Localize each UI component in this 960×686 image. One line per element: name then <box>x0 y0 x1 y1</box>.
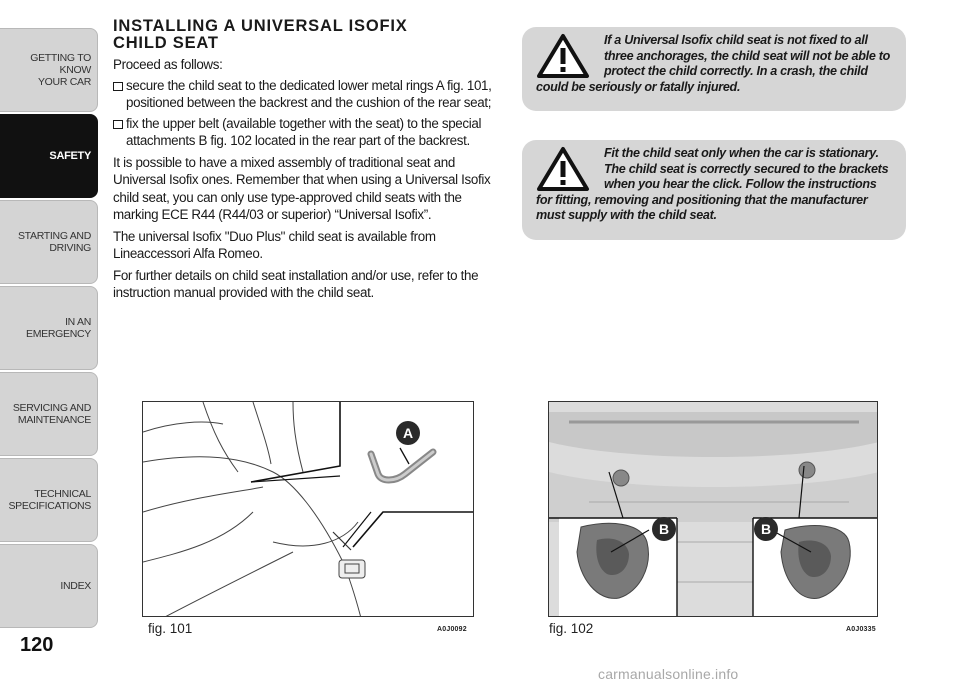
callout-a-icon: A <box>396 421 420 445</box>
tab-label: GETTING TO KNOW YOUR CAR <box>30 52 91 88</box>
tab-label: STARTING AND DRIVING <box>17 230 91 254</box>
warning-box: If a Universal Isofix child seat is not … <box>522 27 906 111</box>
warning-triangle-icon <box>537 34 589 78</box>
tab-technical[interactable]: TECHNICAL SPECIFICATIONS <box>0 458 98 542</box>
list-item: fix the upper belt (available together w… <box>113 115 493 150</box>
tab-label: SERVICING AND MAINTENANCE <box>12 402 91 426</box>
tab-safety[interactable]: SAFETY <box>0 114 98 198</box>
list-item: secure the child seat to the dedicated l… <box>113 77 493 112</box>
figure-caption: fig. 102 <box>549 621 594 636</box>
seat-illustration <box>143 402 473 616</box>
figure-101-isofix-rings: A <box>142 401 474 617</box>
tab-servicing[interactable]: SERVICING AND MAINTENANCE <box>0 372 98 456</box>
callout-b-icon: B <box>754 517 778 541</box>
section-title: INSTALLING A UNIVERSAL ISOFIX CHILD SEAT <box>113 18 493 52</box>
warning-triangle-icon <box>537 147 589 191</box>
figure-102-rear-anchors: B B <box>548 401 878 617</box>
tab-label: IN AN EMERGENCY <box>26 316 91 340</box>
paragraph: The universal Isofix "Duo Plus" child se… <box>113 228 436 262</box>
svg-text:B: B <box>761 521 771 537</box>
title-line-2: CHILD SEAT <box>113 34 219 52</box>
rear-backrest-photo <box>549 402 877 616</box>
page-number: 120 <box>20 634 54 656</box>
bullet-text: fix the upper belt (available together w… <box>126 115 482 149</box>
watermark-text[interactable]: carmanualsonline.info <box>598 666 739 682</box>
warning-box: Fit the child seat only when the car is … <box>522 140 906 240</box>
tab-label: SAFETY <box>49 150 91 162</box>
paragraph: It is possible to have a mixed assembly … <box>113 154 491 223</box>
figure-code: A0J0335 <box>846 626 876 633</box>
svg-text:B: B <box>659 521 669 537</box>
title-line-1: INSTALLING A UNIVERSAL ISOFIX <box>113 17 408 35</box>
svg-text:A: A <box>403 425 413 441</box>
figure-code: A0J0092 <box>437 626 467 633</box>
checkbox-bullet-icon <box>113 81 123 91</box>
callout-b-icon: B <box>652 517 676 541</box>
warning-text: If a Universal Isofix child seat is not … <box>536 33 891 94</box>
warning-text: Fit the child seat only when the car is … <box>536 146 889 222</box>
tab-label: TECHNICAL SPECIFICATIONS <box>8 488 91 512</box>
checkbox-bullet-icon <box>113 119 123 129</box>
tab-emergency[interactable]: IN AN EMERGENCY <box>0 286 98 370</box>
tab-getting-to-know[interactable]: GETTING TO KNOW YOUR CAR <box>0 28 98 112</box>
intro-text: Proceed as follows: <box>113 57 223 72</box>
paragraph: For further details on child seat instal… <box>113 267 479 301</box>
figure-caption: fig. 101 <box>148 621 193 636</box>
tab-index[interactable]: INDEX <box>0 544 98 628</box>
bullet-text: secure the child seat to the dedicated l… <box>126 77 492 111</box>
tab-label: INDEX <box>60 580 91 592</box>
tab-starting-driving[interactable]: STARTING AND DRIVING <box>0 200 98 284</box>
main-content: INSTALLING A UNIVERSAL ISOFIX CHILD SEAT… <box>113 18 493 302</box>
